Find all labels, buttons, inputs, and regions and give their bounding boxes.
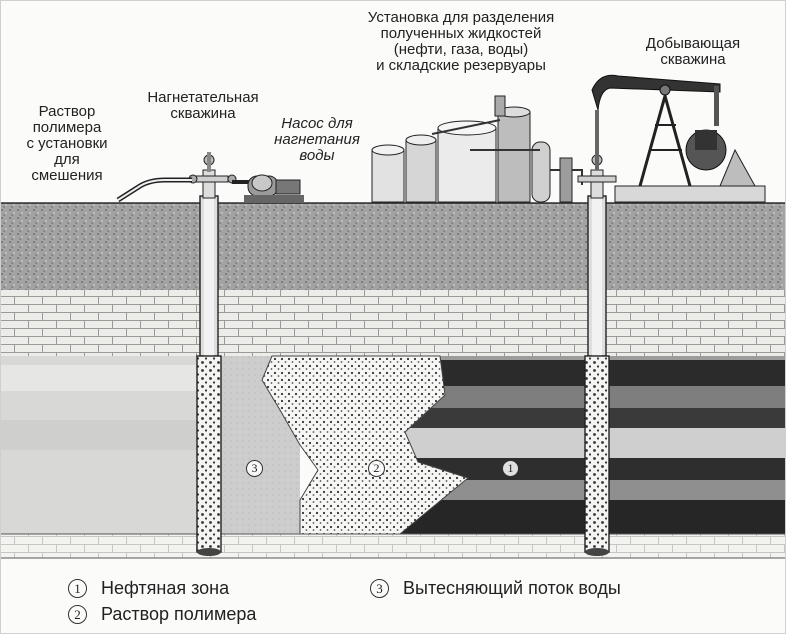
legend-item-oil-zone: 1 Нефтяная зона bbox=[68, 578, 229, 599]
cap-rock-layer bbox=[0, 290, 786, 356]
legend-item-water-flow: 3 Вытесняющий поток воды bbox=[370, 578, 621, 599]
legend-text-water-flow: Вытесняющий поток воды bbox=[403, 578, 621, 598]
separation-plant-label: Установка для разделения полученных жидк… bbox=[367, 9, 555, 74]
water-pump bbox=[232, 174, 304, 202]
legend-num-1: 1 bbox=[68, 579, 87, 598]
pumpjack bbox=[591, 74, 766, 203]
separation-plant bbox=[371, 95, 583, 203]
legend-item-polymer: 2 Раствор полимера bbox=[68, 604, 256, 625]
production-well bbox=[577, 110, 617, 556]
zone-marker-1: 1 bbox=[502, 460, 519, 477]
legend-num-3: 3 bbox=[370, 579, 389, 598]
zone-marker-2: 2 bbox=[368, 460, 385, 477]
legend-text-oil-zone: Нефтяная зона bbox=[101, 578, 230, 598]
injection-well-label: Нагнетательная скважина bbox=[147, 89, 259, 122]
water-pump-label: Насос для нагнетания воды bbox=[274, 115, 360, 164]
legend-num-2: 2 bbox=[68, 605, 87, 624]
zone-marker-3: 3 bbox=[246, 460, 263, 477]
polymer-source-label: Раствор полимера с установки для смешени… bbox=[26, 103, 108, 184]
legend-text-polymer: Раствор полимера bbox=[101, 604, 257, 624]
base-rock bbox=[0, 534, 786, 558]
injection-well bbox=[188, 152, 237, 556]
production-well-label: Добывающая скважина bbox=[645, 35, 741, 68]
soil-layer bbox=[0, 203, 786, 290]
water-zone bbox=[0, 356, 300, 534]
